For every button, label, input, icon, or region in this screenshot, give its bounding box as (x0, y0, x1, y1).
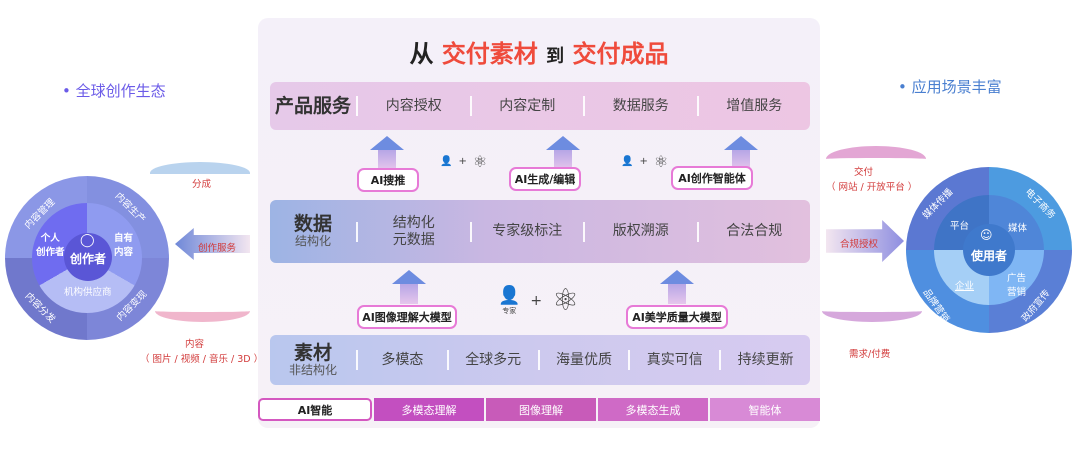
tag-ai-agent: AI创作智能体 (671, 166, 753, 190)
tag-ai-aesthetic-model: AI美学质量大模型 (626, 305, 728, 329)
inner-own: 自有 内容 (114, 233, 134, 258)
label-content: 内容 (185, 339, 205, 350)
expert-icon: 👤 (440, 156, 453, 167)
cell: 专家级标注 (492, 223, 563, 240)
inner-org: 机构供应商 (64, 287, 112, 298)
arrow-left-bottom (155, 300, 250, 322)
cell: 内容定制 (499, 97, 556, 114)
expert-plus-ai: 👤 + ⚛ (621, 152, 668, 171)
user-label: 使用者 (970, 249, 1007, 263)
label-demand-payment: 需求/付费 (849, 349, 891, 360)
row-head-sub: 非结构化 (288, 362, 337, 377)
tab-image-understanding[interactable]: 图像理解 (486, 398, 596, 421)
user-core (963, 224, 1015, 276)
inner-ad-marketing: 广告 营销 (1007, 273, 1027, 298)
inner-personal: 个人 创作者 (36, 233, 65, 258)
ai-atom-icon: ⚛ (653, 152, 669, 171)
cell: 数据服务 (612, 97, 669, 114)
tab-agent[interactable]: 智能体 (710, 398, 820, 421)
cell: 多模态 (381, 351, 424, 368)
inner-enterprise: 企业 (955, 281, 975, 292)
label-compliant-license: 合规授权 (840, 239, 879, 250)
tag-ai-search: AI搜推 (357, 168, 419, 192)
page-title: 从 交付素材 到 交付成品 (258, 34, 820, 69)
tag-ai-image-model: AI图像理解大模型 (357, 305, 457, 329)
arrow-up-icon (546, 136, 580, 170)
row-head-sub: 结构化 (294, 234, 331, 249)
expert-plus-ai: 👤专家 + ⚛ (498, 283, 579, 318)
ai-atom-icon: ⚛ (472, 152, 488, 171)
expert-label: 专家 (502, 307, 517, 315)
cell: 版权溯源 (612, 223, 669, 240)
arrow-up-icon (370, 136, 404, 170)
cell: 结构化 元数据 (392, 215, 435, 248)
right-heading: • 应用场景丰富 (898, 78, 1002, 96)
cell: 真实可信 (646, 351, 703, 368)
expert-icon: 👤专家 (498, 285, 521, 315)
label-delivery: 交付 (854, 167, 874, 178)
tag-ai-generate: AI生成/编辑 (509, 167, 581, 191)
ai-atom-icon: ⚛ (552, 283, 580, 318)
cell: 合法合规 (726, 223, 783, 240)
row-material: 素材非结构化 多模态 全球多元 海量优质 真实可信 持续更新 (270, 335, 810, 385)
inner-platform: 平台 (950, 221, 970, 232)
row-head: 素材非结构化 (270, 343, 356, 377)
tab-multimodal-generation[interactable]: 多模态生成 (598, 398, 708, 421)
arrow-right-bottom (822, 300, 922, 322)
cell: 增值服务 (726, 97, 783, 114)
arrow-up-icon (392, 270, 426, 304)
label-content-types: （ 图片 / 视频 / 音乐 / 3D ） (140, 354, 264, 365)
title-part2: 交付成品 (572, 40, 669, 68)
plus: + (639, 156, 648, 167)
title-part1: 交付素材 (441, 40, 538, 68)
cell: 全球多元 (465, 351, 522, 368)
plus: + (458, 156, 467, 167)
right-heading-text: 应用场景丰富 (911, 78, 1002, 96)
label-revenue-share: 分成 (192, 179, 212, 190)
cell: 内容授权 (385, 97, 442, 114)
users-icon: ☺ (980, 228, 993, 242)
cell: 海量优质 (555, 351, 612, 368)
left-heading: • 全球创作生态 (62, 82, 166, 100)
title-to: 到 (546, 46, 565, 67)
arrow-up-icon (660, 270, 694, 304)
title-from: 从 (409, 40, 434, 68)
row-head: 数据结构化 (270, 214, 356, 248)
creator-core (64, 233, 112, 281)
cell: 持续更新 (737, 351, 794, 368)
row-head-title: 素材 (293, 341, 332, 364)
label-delivery-channels: （ 网站 / 开放平台 ） (826, 182, 918, 193)
plus: + (530, 292, 543, 309)
row-head-title: 数据 (293, 213, 332, 236)
creator-label: 创作者 (69, 252, 106, 266)
inner-media: 媒体 (1008, 223, 1028, 234)
row-product-services: 产品服务 内容授权 内容定制 数据服务 增值服务 (270, 82, 810, 130)
expert-icon: 👤 (621, 156, 634, 167)
expert-plus-ai: 👤 + ⚛ (440, 152, 487, 171)
arrow-up-icon (724, 136, 758, 170)
arrow-right-top (826, 146, 926, 172)
row-data: 数据结构化 结构化 元数据 专家级标注 版权溯源 合法合规 (270, 200, 810, 263)
capability-tabs: AI智能 多模态理解 图像理解 多模态生成 智能体 (258, 398, 820, 421)
left-heading-text: 全球创作生态 (75, 82, 166, 100)
tab-multimodal-understanding[interactable]: 多模态理解 (374, 398, 484, 421)
row-head: 产品服务 (274, 94, 351, 117)
tab-ai[interactable]: AI智能 (258, 398, 372, 421)
arrow-left-top (150, 162, 250, 184)
person-icon: ◯ (80, 233, 95, 248)
label-creation-service: 创作服务 (198, 243, 237, 254)
